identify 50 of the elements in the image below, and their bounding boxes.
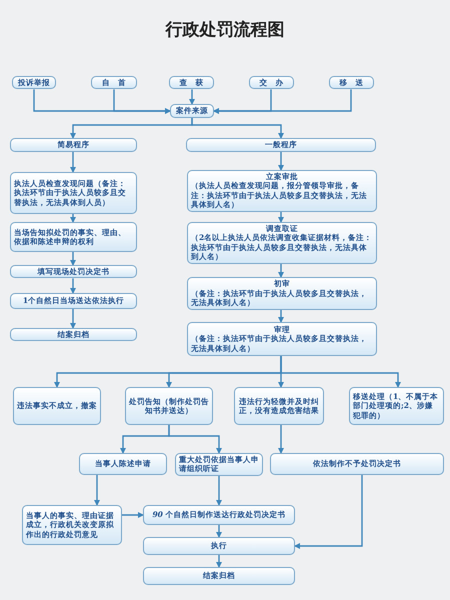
process-box xyxy=(91,76,137,90)
diagram-title: 行政处罚流程图 xyxy=(164,19,286,41)
process-box xyxy=(143,567,295,585)
process-box xyxy=(125,387,213,425)
process-box xyxy=(187,322,377,356)
arrow xyxy=(70,214,76,223)
arrow xyxy=(168,425,222,454)
arrow xyxy=(191,118,284,139)
arrow xyxy=(94,475,100,506)
process-box xyxy=(175,453,263,476)
process-box xyxy=(169,76,214,90)
arrow xyxy=(70,309,76,329)
process-box xyxy=(10,293,137,309)
arrow xyxy=(278,310,284,323)
process-box xyxy=(143,537,295,555)
arrow xyxy=(280,356,401,388)
process-box xyxy=(143,505,295,525)
arrow xyxy=(278,212,284,223)
process-box xyxy=(22,505,122,545)
arrow xyxy=(294,475,363,549)
process-box xyxy=(12,76,56,90)
arrow xyxy=(70,278,76,294)
process-box xyxy=(187,222,377,264)
process-box xyxy=(270,453,444,475)
arrow xyxy=(70,252,76,266)
process-box xyxy=(234,387,324,425)
process-box xyxy=(249,76,294,90)
arrow xyxy=(216,476,222,506)
process-box xyxy=(10,222,137,252)
process-box xyxy=(187,170,377,212)
process-box xyxy=(186,138,376,152)
process-box xyxy=(187,277,377,310)
arrow xyxy=(216,525,222,538)
arrow xyxy=(70,152,76,173)
arrow xyxy=(213,89,352,114)
arrow xyxy=(216,555,222,568)
process-box xyxy=(329,76,374,90)
process-box xyxy=(10,138,137,152)
process-box xyxy=(170,104,214,118)
arrow xyxy=(122,512,144,518)
arrow xyxy=(189,89,195,105)
process-box xyxy=(10,172,137,214)
arrow xyxy=(278,264,284,278)
process-box xyxy=(10,265,137,278)
process-box xyxy=(10,328,137,342)
process-box xyxy=(13,387,101,425)
process-box xyxy=(79,453,167,475)
arrow xyxy=(113,89,171,114)
arrow xyxy=(278,425,284,454)
arrow xyxy=(278,152,284,171)
